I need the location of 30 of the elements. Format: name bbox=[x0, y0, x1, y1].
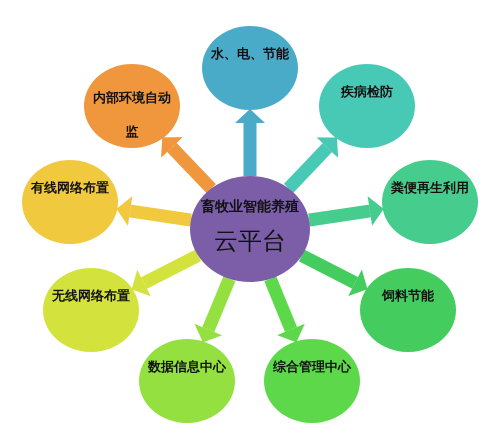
node-title: 云平台 bbox=[213, 228, 287, 254]
arrow bbox=[308, 196, 384, 227]
arrow bbox=[284, 137, 338, 193]
circle-node bbox=[22, 160, 118, 244]
circle-node bbox=[319, 64, 415, 148]
circle-node bbox=[264, 339, 360, 423]
arrow bbox=[194, 276, 236, 342]
circle-node bbox=[84, 64, 180, 148]
circle-node bbox=[190, 176, 310, 282]
node-label: 内部环境自动监 bbox=[92, 90, 172, 142]
arrow bbox=[264, 276, 305, 342]
circle-node bbox=[202, 26, 298, 110]
circle-node bbox=[360, 268, 456, 352]
circle-node bbox=[43, 268, 139, 352]
circle-node bbox=[139, 339, 235, 423]
node-label: 疾病检防 bbox=[340, 86, 394, 100]
node-label: 综合管理中心 bbox=[272, 361, 352, 376]
node-label: 无线网络布置 bbox=[50, 290, 131, 304]
node-label: 饲料节能 bbox=[380, 290, 435, 304]
arrow bbox=[161, 137, 216, 194]
node-label: 粪便再生利用 bbox=[390, 182, 470, 196]
arrow bbox=[116, 196, 192, 227]
node-label: 水、电、节能 bbox=[210, 48, 290, 62]
node-label: 有线网络布置 bbox=[30, 182, 110, 196]
arrow bbox=[132, 250, 201, 296]
circle-node bbox=[382, 160, 478, 244]
node-label: 数据信息中心 bbox=[146, 361, 228, 376]
arrow bbox=[235, 109, 265, 176]
arrow bbox=[298, 250, 368, 296]
node-label: 畜牧业智能养殖 bbox=[200, 200, 300, 216]
